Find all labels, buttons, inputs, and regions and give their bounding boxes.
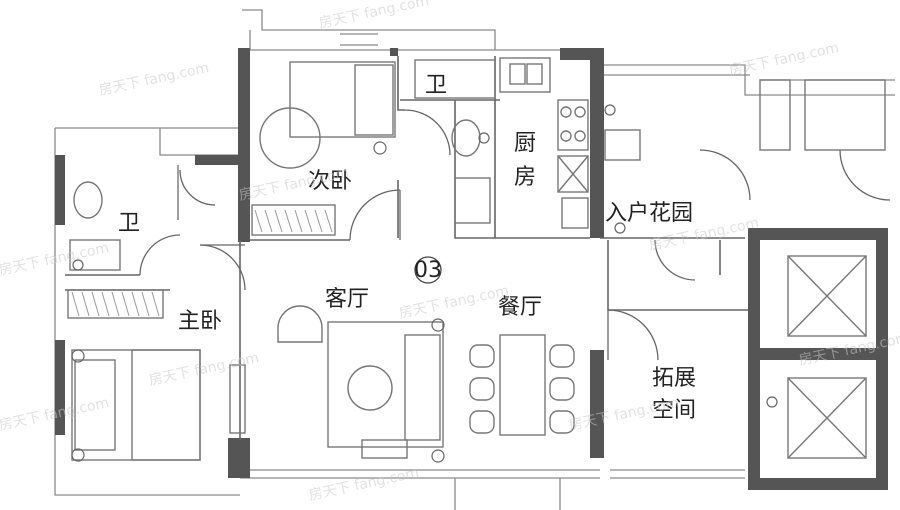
- watermark: 房天下 fang.com: [728, 40, 841, 79]
- elevator-1: [787, 255, 867, 337]
- outline-lines: [54, 9, 895, 510]
- room-extension-line1: 拓展: [652, 366, 696, 391]
- furniture: [67, 57, 886, 461]
- armchair: [277, 305, 323, 343]
- room-extension-line2: 空间: [652, 398, 696, 423]
- room-kitchen-line1: 厨: [514, 131, 536, 156]
- coffee-table: [347, 365, 393, 411]
- watermark: 房天下 fang.com: [308, 465, 421, 504]
- watermark: 房天下 fang.com: [318, 0, 431, 32]
- room-living-room: 客厅: [325, 287, 369, 312]
- watermark: 房天下 fang.com: [398, 283, 511, 322]
- fixtures: [71, 104, 778, 463]
- watermark: 房天下 fang.com: [98, 60, 211, 99]
- rug: [327, 321, 444, 448]
- room-bathroom-upper: 卫: [425, 73, 447, 98]
- doors: [139, 109, 891, 361]
- elevator-2: [787, 377, 867, 459]
- toilet-left: [73, 181, 103, 219]
- room-secondary-bedroom: 次卧: [308, 169, 352, 194]
- dining-table: [499, 334, 546, 436]
- watermark: 房天下 fang.com: [148, 350, 261, 389]
- unit-label: 03: [414, 258, 442, 283]
- room-dining-room: 餐厅: [498, 295, 542, 320]
- room-entry-garden: 入户花园: [605, 201, 693, 226]
- room-kitchen-line2: 房: [514, 165, 536, 190]
- toilet-upper: [451, 119, 481, 157]
- walls: [55, 48, 888, 490]
- dining-chairs: [469, 344, 575, 434]
- bed-secondary: [289, 61, 396, 138]
- room-master-bedroom: 主卧: [178, 309, 222, 334]
- sofa: [404, 334, 441, 441]
- room-bathroom-left: 卫: [118, 211, 140, 236]
- unit-badge: [414, 256, 442, 284]
